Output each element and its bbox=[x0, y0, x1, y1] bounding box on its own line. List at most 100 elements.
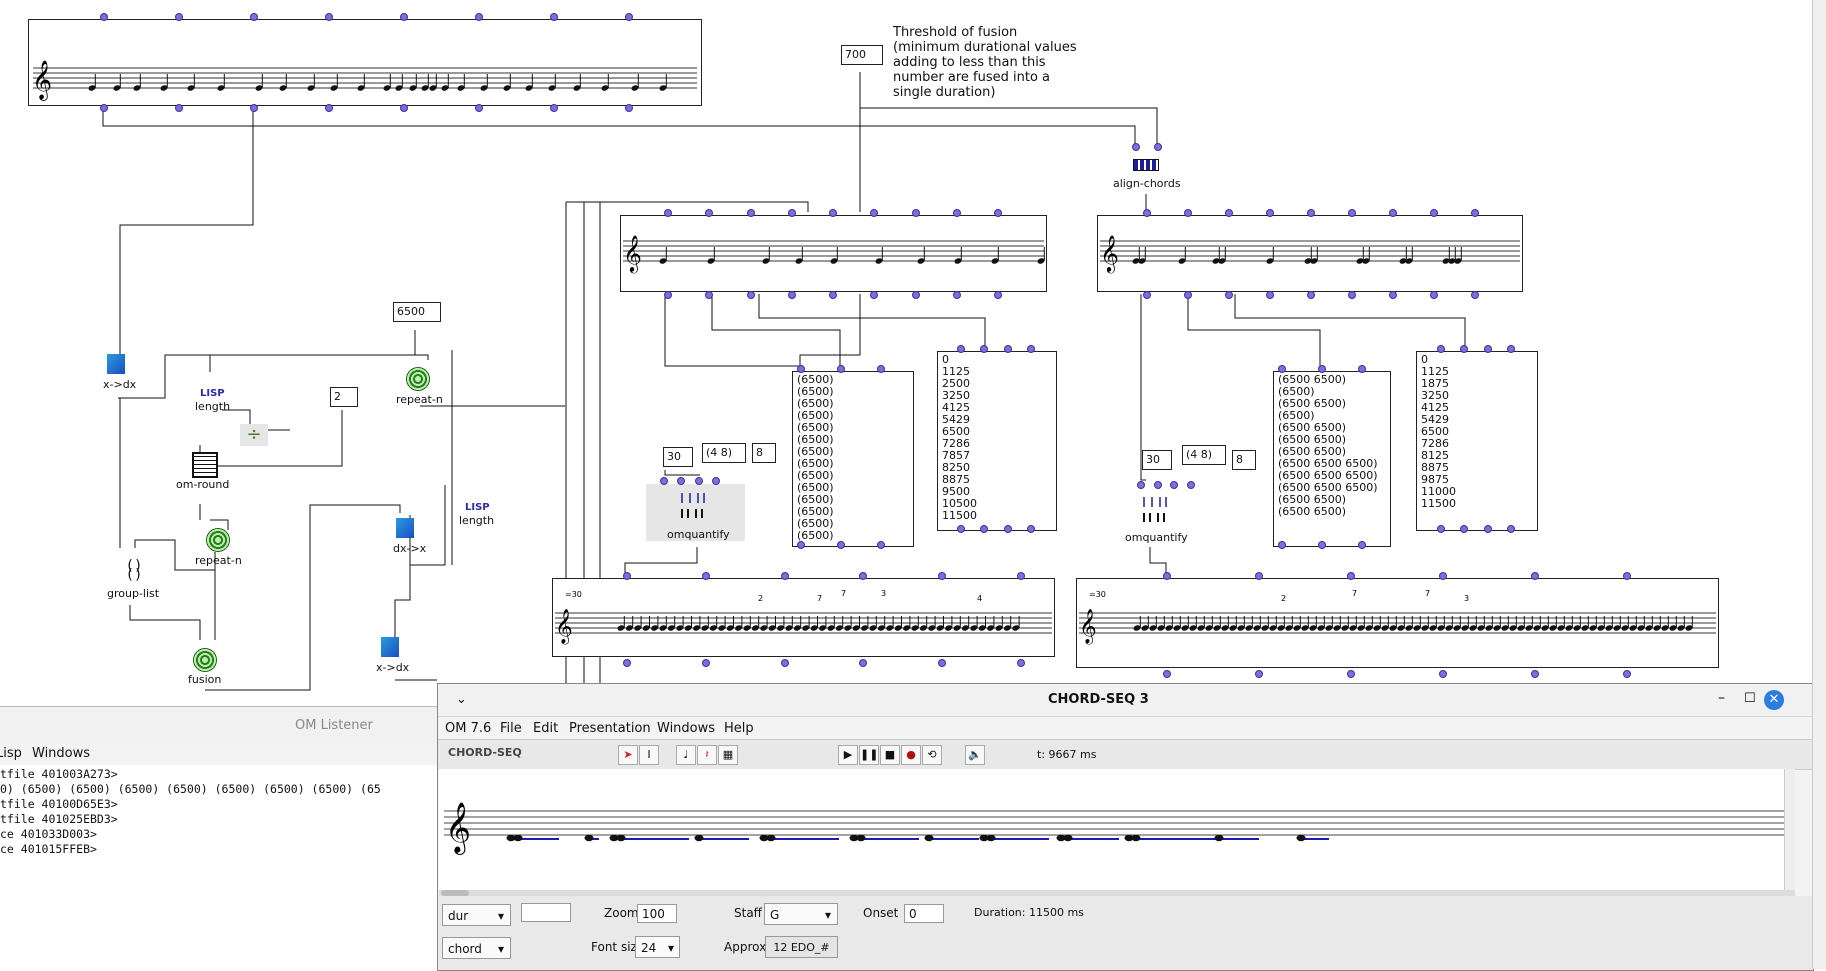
inlet-dot[interactable] bbox=[780, 659, 789, 667]
inlet-dot[interactable] bbox=[625, 104, 633, 112]
inlet-dot[interactable] bbox=[911, 291, 920, 299]
inlet-dot[interactable] bbox=[701, 572, 710, 580]
inlet-dot[interactable] bbox=[1318, 365, 1326, 373]
tempo-box-right[interactable]: 30 bbox=[1142, 450, 1172, 470]
inlet-dot[interactable] bbox=[1027, 345, 1035, 353]
inlet-dot[interactable] bbox=[837, 365, 845, 373]
inlet-dot[interactable] bbox=[1389, 209, 1397, 217]
fontsize-select[interactable]: 24▾ bbox=[635, 936, 680, 958]
inlet-dot[interactable] bbox=[1278, 365, 1286, 373]
top-chord-seq-box[interactable]: 𝄞 bbox=[28, 19, 702, 106]
inlet-dot[interactable] bbox=[1358, 365, 1366, 373]
chord-note[interactable] bbox=[759, 834, 769, 842]
chord-note[interactable] bbox=[856, 834, 866, 842]
inlet-dot[interactable] bbox=[1471, 291, 1479, 299]
repeat-n-icon-2[interactable] bbox=[206, 528, 230, 552]
inlet-dot[interactable] bbox=[1027, 525, 1035, 533]
menu-edit[interactable]: Edit bbox=[533, 721, 559, 736]
inlet-dot[interactable] bbox=[677, 477, 686, 485]
inlet-dot[interactable] bbox=[1531, 572, 1539, 580]
measure-box-right[interactable]: (4 8) bbox=[1182, 445, 1226, 465]
chord-note[interactable] bbox=[616, 834, 626, 842]
chord-note[interactable] bbox=[694, 834, 704, 842]
inlet-dot[interactable] bbox=[911, 209, 920, 217]
right-edge-scrollbar[interactable] bbox=[1812, 0, 1826, 969]
inlet-dot[interactable] bbox=[980, 525, 989, 533]
dx-x-icon[interactable] bbox=[396, 518, 414, 538]
inlet-dot[interactable] bbox=[1307, 291, 1315, 299]
dur-select[interactable]: dur▾ bbox=[442, 904, 511, 926]
listener-menu-windows[interactable]: Windows bbox=[32, 746, 91, 761]
inlet-dot[interactable] bbox=[1187, 481, 1195, 489]
x-dx-icon[interactable] bbox=[107, 354, 125, 374]
inlet-dot[interactable] bbox=[1255, 572, 1263, 580]
fusion-icon[interactable] bbox=[193, 648, 217, 672]
chord-note[interactable] bbox=[1063, 834, 1073, 842]
inlet-dot[interactable] bbox=[1137, 481, 1145, 489]
inlet-dot[interactable] bbox=[870, 209, 879, 217]
repeat-value-box[interactable]: 6500 bbox=[393, 302, 441, 322]
chord-seq-left-box[interactable]: 𝄞 bbox=[620, 215, 1047, 292]
listener-output[interactable]: tfile 401003A273> 0) (6500) (6500) (6500… bbox=[0, 767, 381, 856]
inlet-dot[interactable] bbox=[787, 291, 796, 299]
pitch-list-left[interactable]: (6500) (6500) (6500) (6500) (6500) (6500… bbox=[792, 371, 914, 547]
inlet-dot[interactable] bbox=[1143, 291, 1151, 299]
inlet-dot[interactable] bbox=[746, 209, 755, 217]
stop-icon[interactable]: ■ bbox=[880, 745, 900, 765]
inlet-dot[interactable] bbox=[1184, 291, 1192, 299]
maxdiv-box-right[interactable]: 8 bbox=[1232, 450, 1256, 470]
inlet-dot[interactable] bbox=[1347, 670, 1355, 678]
inlet-dot[interactable] bbox=[829, 209, 837, 217]
inlet-dot[interactable] bbox=[1003, 525, 1012, 533]
inlet-dot[interactable] bbox=[780, 572, 789, 580]
inlet-dot[interactable] bbox=[1430, 291, 1438, 299]
inlet-dot[interactable] bbox=[877, 541, 885, 549]
inlet-dot[interactable] bbox=[175, 13, 183, 21]
pause-icon[interactable]: ❚❚ bbox=[859, 745, 879, 765]
inlet-dot[interactable] bbox=[938, 572, 947, 580]
chord-note[interactable] bbox=[924, 834, 934, 842]
inlet-dot[interactable] bbox=[994, 209, 1002, 217]
inlet-dot[interactable] bbox=[325, 104, 333, 112]
inlet-dot[interactable] bbox=[664, 291, 672, 299]
minimize-icon[interactable]: – bbox=[1718, 690, 1725, 706]
inlet-dot[interactable] bbox=[1507, 345, 1515, 353]
inlet-dot[interactable] bbox=[1623, 670, 1631, 678]
group-list-icon[interactable]: ()() bbox=[125, 558, 143, 583]
inlet-dot[interactable] bbox=[1623, 572, 1631, 580]
inlet-dot[interactable] bbox=[550, 13, 558, 21]
editor-score-area[interactable]: 𝄞 bbox=[439, 769, 1795, 891]
chord-note[interactable] bbox=[609, 834, 619, 842]
inlet-dot[interactable] bbox=[1154, 143, 1162, 151]
maximize-icon[interactable]: ☐ bbox=[1744, 691, 1756, 706]
inlet-dot[interactable] bbox=[797, 541, 805, 549]
midi-sound-icon[interactable]: 🔈 bbox=[965, 745, 985, 765]
inlet-dot[interactable] bbox=[1471, 209, 1479, 217]
chord-note[interactable] bbox=[986, 834, 996, 842]
inlet-dot[interactable] bbox=[325, 13, 333, 21]
inlet-dot[interactable] bbox=[1017, 572, 1025, 580]
inlet-dot[interactable] bbox=[1460, 345, 1469, 353]
inlet-dot[interactable] bbox=[870, 291, 879, 299]
inlet-dot[interactable] bbox=[877, 365, 885, 373]
x-dx-icon-2[interactable] bbox=[381, 637, 399, 657]
menu-file[interactable]: File bbox=[500, 721, 522, 736]
pitch-list-right[interactable]: (6500 6500) (6500) (6500 6500) (6500) (6… bbox=[1273, 371, 1391, 547]
inlet-dot[interactable] bbox=[957, 345, 965, 353]
omquantify-right-icon[interactable] bbox=[1140, 495, 1170, 523]
staff-select[interactable]: G▾ bbox=[764, 903, 838, 925]
inlet-dot[interactable] bbox=[1307, 209, 1315, 217]
repeat-n-icon-1[interactable] bbox=[406, 367, 430, 391]
inlet-dot[interactable] bbox=[746, 291, 755, 299]
inlet-dot[interactable] bbox=[1184, 209, 1192, 217]
inlet-dot[interactable] bbox=[1153, 481, 1162, 489]
close-icon[interactable]: ✕ bbox=[1764, 690, 1784, 710]
inlet-dot[interactable] bbox=[712, 477, 720, 485]
chord-note[interactable] bbox=[849, 834, 859, 842]
inlet-dot[interactable] bbox=[400, 104, 408, 112]
menu-help[interactable]: Help bbox=[724, 721, 754, 736]
inlet-dot[interactable] bbox=[1255, 670, 1263, 678]
inlet-dot[interactable] bbox=[1437, 525, 1445, 533]
inlet-dot[interactable] bbox=[957, 525, 965, 533]
